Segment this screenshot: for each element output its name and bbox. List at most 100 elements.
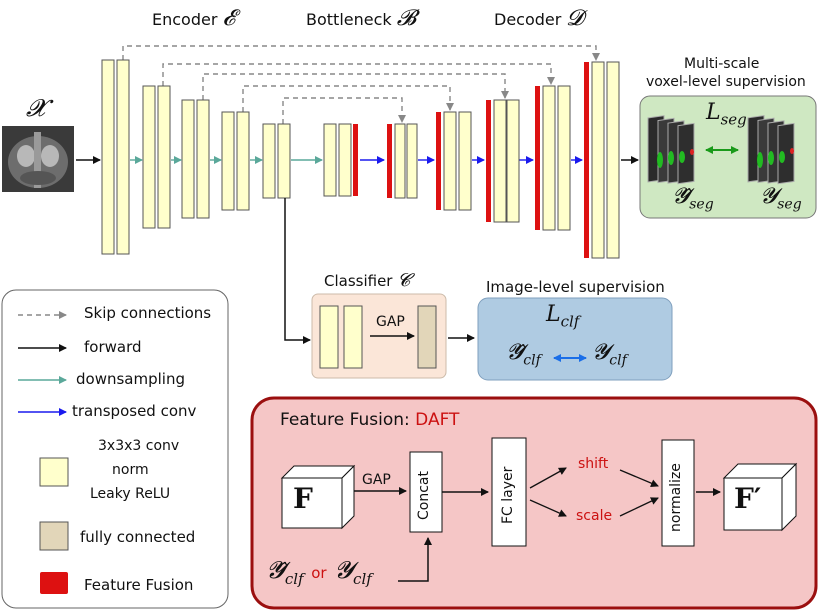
daft-title-text: Feature Fusion: [280, 410, 410, 430]
daft-method: DAFT [415, 410, 460, 430]
conv-block [142, 85, 156, 229]
feature-fusion-block [486, 100, 491, 222]
seg-gt-stack [747, 115, 795, 185]
skip-connection-2 [162, 63, 555, 86]
f-cube [280, 464, 356, 530]
skip-connection-3 [202, 73, 509, 100]
legend-fusion-swatch [40, 572, 68, 594]
clf-title: Image-level supervision [486, 278, 665, 296]
bottleneck-title-text: Bottleneck [306, 10, 392, 29]
encoder-title: Encoder 𝓔 [152, 6, 235, 31]
clf-gt-subscript: clf [609, 352, 627, 369]
legend-downsampling-label: downsampling [76, 370, 185, 388]
conv-block [196, 99, 210, 219]
legend-conv-line1: 3x3x3 conv [98, 438, 180, 454]
clf-loss: Lclf [546, 302, 579, 330]
normalize-box [661, 439, 695, 547]
skip-connections [122, 45, 600, 124]
clf-pred-symbol: 𝓨̂ [506, 340, 524, 365]
bottleneck-title: Bottleneck 𝓑 [306, 6, 416, 31]
f-out-label: F′ [734, 482, 762, 515]
classifier-title-text: Classifier [324, 272, 393, 290]
seg-pred: 𝓨̂seg [672, 184, 714, 212]
conv-block [157, 85, 171, 229]
feature-fusion-block [353, 124, 358, 196]
conv-block [116, 59, 130, 255]
encoder-symbol: 𝓔 [222, 6, 236, 31]
conv-block [338, 123, 352, 197]
conv-block [606, 61, 620, 259]
clf-pred: 𝓨̂clf [506, 340, 541, 368]
bottleneck-symbol: 𝓑 [396, 6, 417, 31]
seg-loss: Lseg [706, 100, 747, 128]
conv-block [506, 99, 520, 223]
legend-conv-swatch [39, 457, 69, 487]
clf-pred-subscript: clf [523, 352, 541, 369]
conv-block [493, 99, 507, 223]
conv-block [262, 123, 276, 199]
clf-gt: 𝓨clf [592, 340, 627, 368]
daft-gap-label: GAP [362, 472, 391, 488]
seg-loss-subscript: seg [720, 110, 747, 129]
skip-connection-1 [122, 45, 600, 61]
legend-conv-line3: Leaky ReLU [90, 486, 171, 502]
seg-pred-stack [647, 115, 695, 185]
legend-skip-label: Skip connections [84, 304, 212, 322]
fc-to-shift-arrow [529, 467, 567, 489]
decoder-blocks [387, 61, 620, 259]
daft-clf-input-arrow [398, 537, 432, 582]
conv-block [443, 111, 457, 211]
conv-block [542, 85, 556, 231]
daft-title: Feature Fusion: DAFT [280, 410, 459, 430]
conv-block [323, 123, 337, 197]
seg-pred-subscript: seg [689, 196, 714, 213]
fully-connected-block [417, 305, 437, 369]
feature-fusion-block [387, 124, 392, 198]
seg-pred-symbol: 𝓨̂ [672, 184, 690, 209]
feature-fusion-block [584, 62, 589, 258]
legend-conv-line2: norm [112, 462, 149, 478]
classifier-symbol: 𝓒 [397, 270, 411, 291]
shift-label: shift [578, 456, 609, 472]
daft-pred-symbol: 𝓨̂ [266, 556, 285, 584]
encoder-title-text: Encoder [152, 10, 218, 29]
seg-gt: 𝓨seg [760, 184, 802, 212]
skip-connection-4 [242, 85, 454, 112]
seg-gt-symbol: 𝓨 [760, 184, 778, 209]
clf-gt-symbol: 𝓨 [592, 340, 610, 365]
conv-block [236, 111, 250, 211]
seg-loss-symbol: L [706, 100, 721, 125]
input-symbol: 𝓧 [26, 94, 46, 122]
scale-label: scale [576, 508, 613, 524]
daft-gt-symbol: 𝓨 [334, 556, 354, 584]
f-prime-cube [722, 462, 798, 532]
legend-fc-label: fully connected [80, 528, 196, 546]
conv-block [343, 305, 363, 369]
conv-block [221, 111, 235, 211]
concat-box [409, 451, 443, 533]
forward-arrow-classifier [284, 198, 311, 344]
seg-title-line2: voxel-level supervision [646, 74, 806, 90]
seg-title-line1: Multi-scale [684, 56, 760, 72]
daft-clf-input: 𝓨̂clf or 𝓨clf [266, 556, 372, 588]
conv-block [591, 61, 605, 259]
feature-fusion-block [436, 112, 441, 210]
conv-block [101, 59, 115, 255]
fc-layer-label: FC layer [500, 466, 516, 524]
decoder-symbol: 𝓓 [566, 6, 584, 31]
skip-connection-5 [282, 97, 406, 124]
clf-loss-symbol: L [546, 302, 561, 327]
input-image [2, 126, 74, 192]
legend-forward-label: forward [84, 338, 142, 356]
feature-fusion-block [535, 86, 540, 230]
conv-block [557, 85, 571, 231]
classifier-title: Classifier 𝓒 [324, 270, 410, 291]
clf-loss-subscript: clf [560, 312, 580, 331]
decoder-title: Decoder 𝓓 [494, 6, 583, 31]
conv-block [458, 111, 472, 211]
conv-block [394, 123, 406, 199]
clf-supervision-panel [477, 297, 673, 381]
conv-block [406, 123, 418, 199]
decoder-title-text: Decoder [494, 10, 562, 29]
